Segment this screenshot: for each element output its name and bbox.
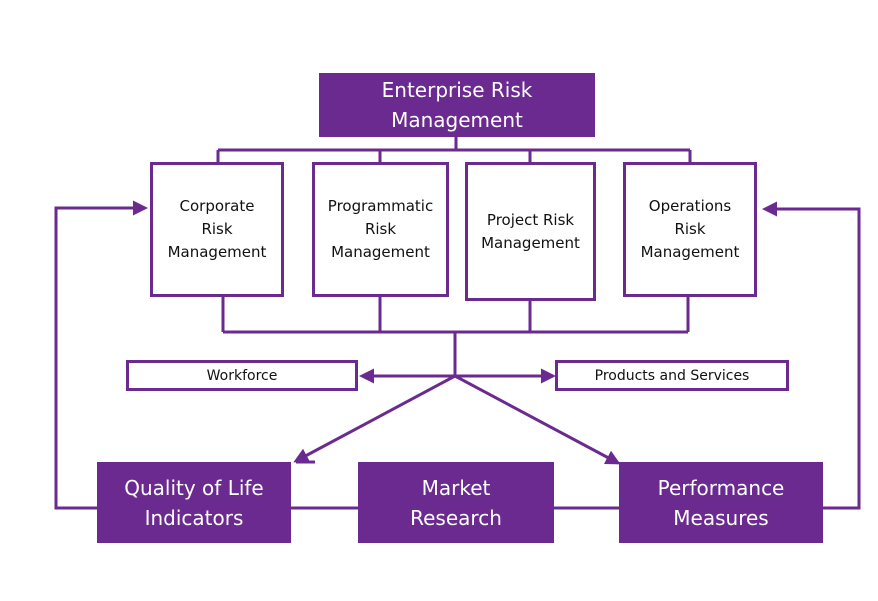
operations-risk-label: Operations Risk Management (640, 197, 740, 261)
project-risk-label: Project Risk Management (481, 210, 580, 252)
enterprise-risk-title: Enterprise Risk Management (381, 78, 533, 132)
workforce-box: Workforce (126, 360, 358, 391)
quality-of-life-label: Quality of Life Indicators (124, 475, 264, 530)
corporate-risk-label: Corporate Risk Management (167, 197, 267, 261)
feedback-left (54, 200, 148, 510)
arrow-to-performance (454, 374, 621, 465)
project-risk-box: Project Risk Management (465, 162, 596, 301)
corporate-risk-box: Corporate Risk Management (150, 162, 284, 297)
operations-risk-box: Operations Risk Management (623, 162, 757, 297)
performance-measures-label: Performance Measures (657, 475, 785, 530)
market-research-box: Market Research (358, 462, 554, 543)
quality-of-life-box: Quality of Life Indicators (97, 462, 291, 543)
arrow-to-quality (293, 374, 456, 463)
performance-measures-box: Performance Measures (619, 462, 823, 543)
programmatic-risk-label: Programmatic Risk Management (327, 197, 434, 261)
programmatic-risk-box: Programmatic Risk Management (312, 162, 449, 297)
feedback-right (762, 201, 861, 510)
enterprise-risk-title-box: Enterprise Risk Management (319, 73, 595, 137)
products-services-label: Products and Services (594, 367, 750, 384)
workforce-label: Workforce (206, 367, 278, 384)
market-research-label: Market Research (410, 475, 502, 530)
products-services-box: Products and Services (555, 360, 789, 391)
